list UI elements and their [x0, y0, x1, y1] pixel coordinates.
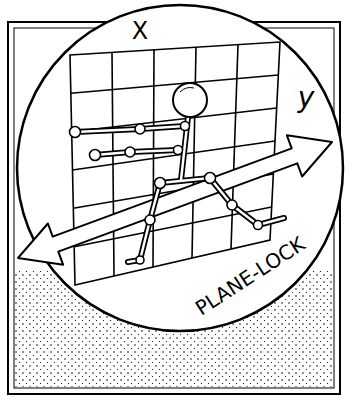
figure-head — [173, 83, 207, 117]
badge-circle — [17, 5, 343, 331]
head-highlight — [180, 88, 194, 93]
ball-joints — [70, 122, 263, 265]
axis-label: X — [132, 19, 148, 43]
axis-label: y — [298, 84, 315, 112]
jointed-figure — [75, 117, 284, 262]
